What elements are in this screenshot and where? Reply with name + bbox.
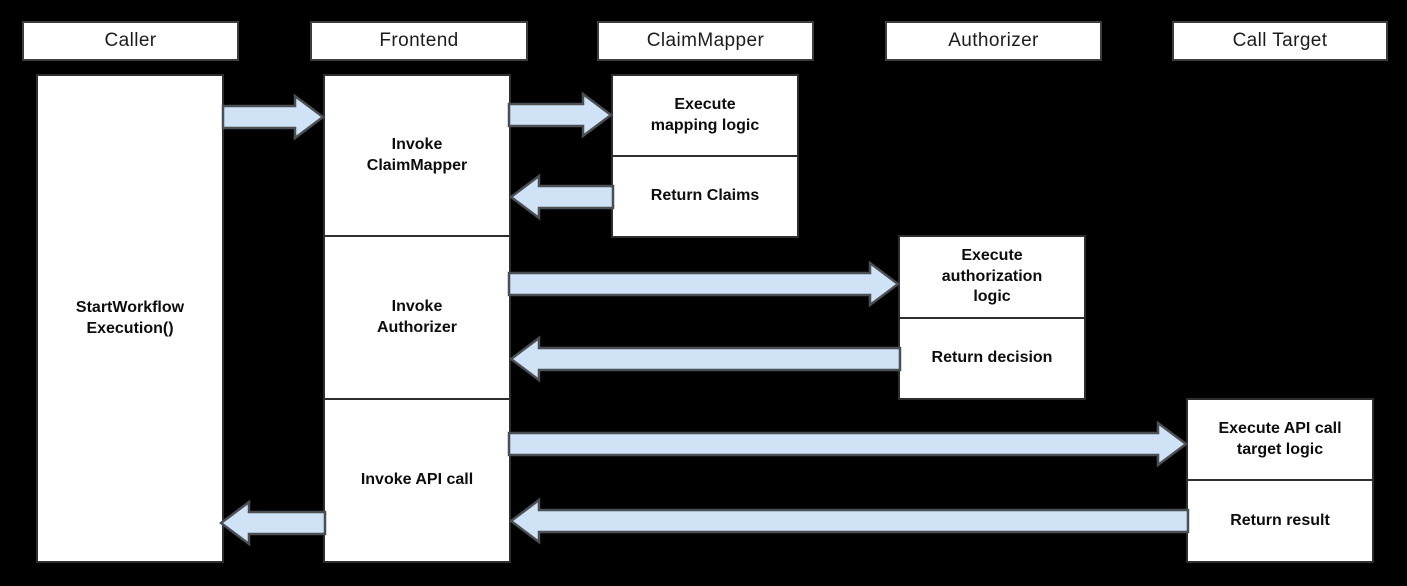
arrow-authorizer-to-frontend-return bbox=[508, 335, 902, 383]
arrow-claimmapper-to-frontend-return bbox=[508, 173, 615, 221]
lifeline-header-label: Caller bbox=[104, 30, 157, 51]
arrow-frontend-to-caller-return bbox=[218, 499, 327, 547]
activity-box-label-line: logic bbox=[973, 288, 1011, 306]
lifeline-header-caller: Caller bbox=[22, 21, 239, 61]
lifeline-header-label: Call Target bbox=[1232, 30, 1328, 51]
activity-box-label-line: Execute bbox=[674, 95, 736, 113]
lifeline-header-frontend: Frontend bbox=[310, 21, 528, 61]
lifeline-header-calltarget: Call Target bbox=[1172, 21, 1388, 61]
activity-box-return-result: Return result bbox=[1186, 479, 1374, 563]
activity-box-label-line: ClaimMapper bbox=[366, 156, 468, 174]
arrow-caller-to-frontend-start bbox=[221, 93, 326, 141]
activity-box-label-line: Invoke bbox=[391, 135, 443, 153]
arrow-frontend-to-authorizer-invoke bbox=[507, 260, 901, 308]
arrow-frontend-to-claimmapper-invoke bbox=[507, 91, 614, 139]
activity-box-label-line: StartWorkflow bbox=[75, 298, 185, 316]
activity-box-label-line: Return decision bbox=[931, 349, 1053, 367]
activity-box-execute-api-call-target-logic: Execute API call target logic bbox=[1186, 398, 1374, 481]
activity-box-label-line: Return result bbox=[1230, 511, 1330, 529]
activity-box-label-line: Execute bbox=[961, 246, 1023, 264]
arrow-frontend-to-calltarget-invoke bbox=[507, 420, 1189, 468]
activity-box-label-line: Authorizer bbox=[377, 318, 457, 336]
lifeline-header-label: Authorizer bbox=[948, 30, 1039, 51]
activity-box-label-line: authorization bbox=[941, 267, 1043, 285]
activity-box-label-line: Execution() bbox=[86, 319, 174, 337]
lifeline-header-claimmapper: ClaimMapper bbox=[597, 21, 814, 61]
activity-box-execute-mapping-logic: Execute mapping logic bbox=[611, 74, 799, 157]
lifeline-header-label: ClaimMapper bbox=[646, 30, 765, 51]
activity-box-label-line: Execute API call bbox=[1218, 419, 1342, 437]
arrow-calltarget-to-frontend-return bbox=[508, 497, 1190, 545]
activity-box-invoke-api-call: Invoke API call bbox=[323, 398, 511, 563]
activity-box-execute-authorization-logic: Execute authorization logic bbox=[898, 235, 1086, 319]
lifeline-header-label: Frontend bbox=[379, 30, 459, 51]
activity-box-label-line: mapping logic bbox=[650, 116, 760, 134]
activity-box-label-line: target logic bbox=[1236, 440, 1324, 458]
activity-box-label-line: Return Claims bbox=[650, 187, 760, 205]
lifeline-header-authorizer: Authorizer bbox=[885, 21, 1102, 61]
activity-box-label-line: Invoke API call bbox=[360, 471, 474, 489]
activity-box-label-line: Invoke bbox=[391, 297, 443, 315]
activity-box-return-decision: Return decision bbox=[898, 317, 1086, 400]
activity-box-return-claims: Return Claims bbox=[611, 155, 799, 238]
